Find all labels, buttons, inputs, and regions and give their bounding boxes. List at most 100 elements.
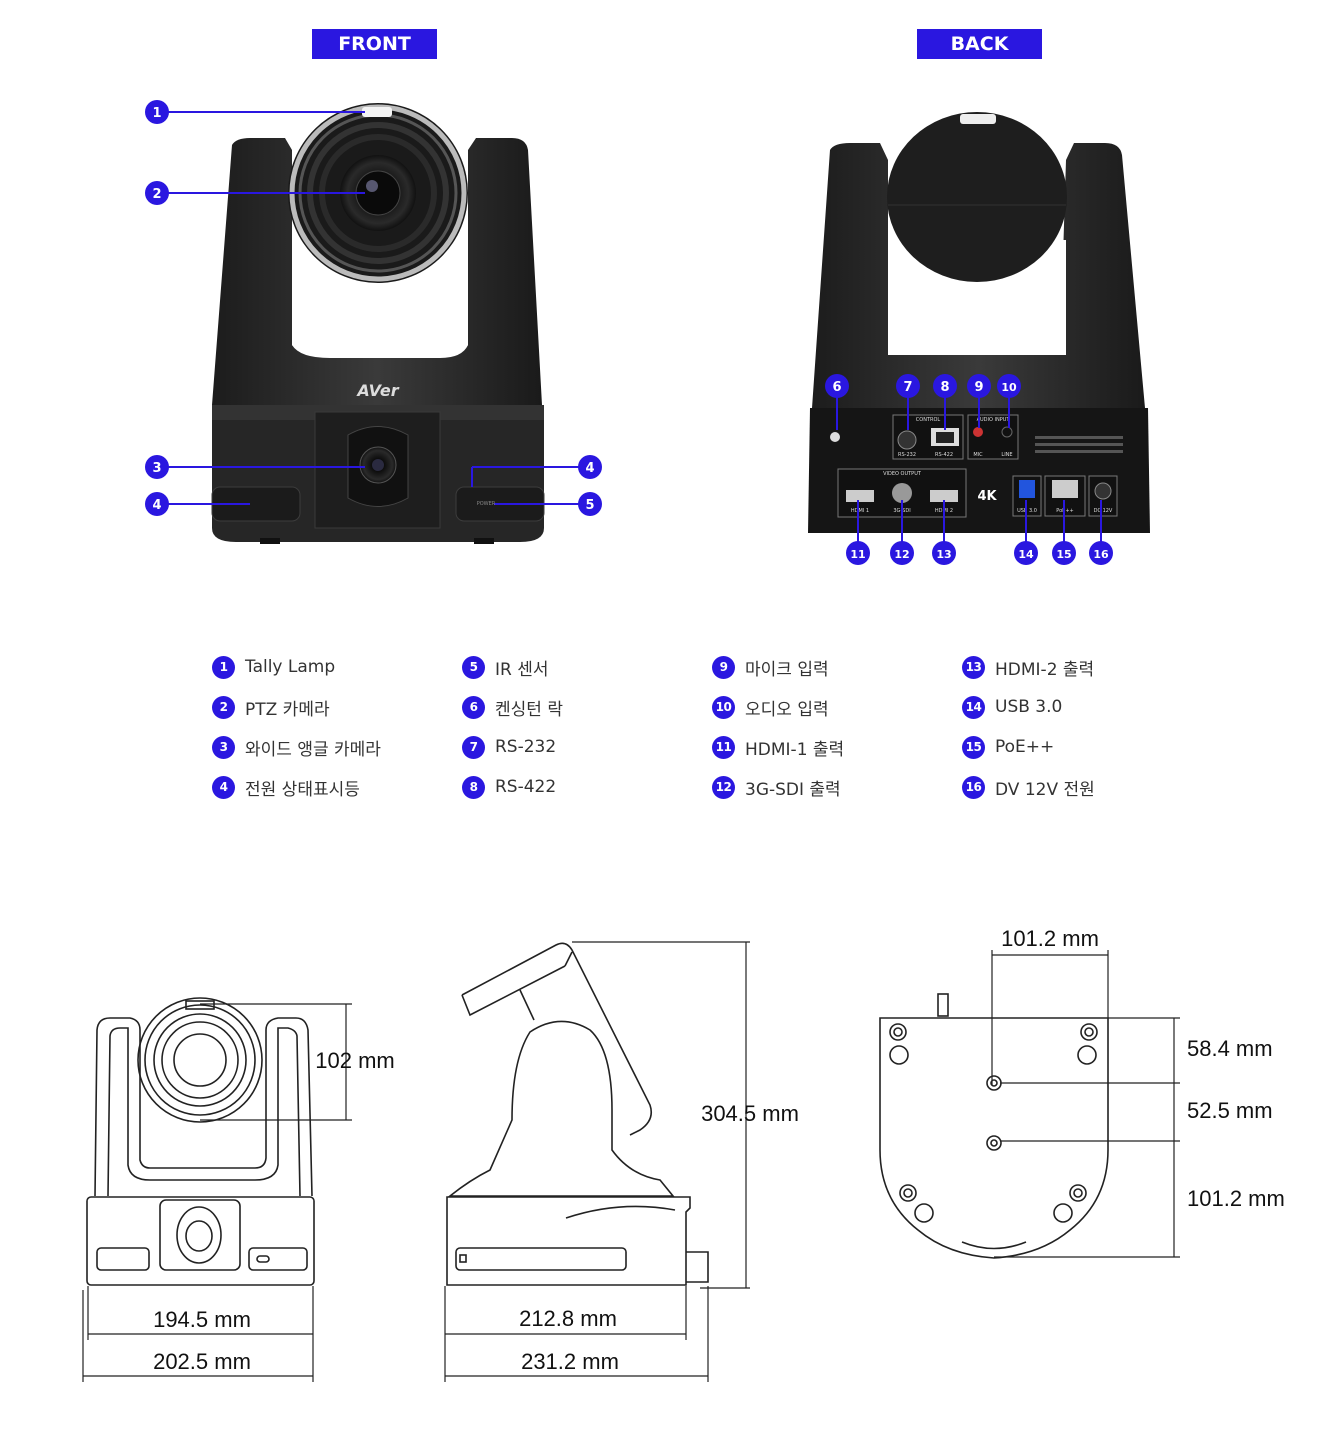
front-label: FRONT (312, 29, 437, 59)
callout-num: 2 (152, 187, 161, 202)
front-dimension-lines (82, 1003, 352, 1382)
callout-num: 3 (152, 461, 161, 476)
legend-item: 13 HDMI-2 출력 (962, 654, 1094, 680)
legend-item: 8 RS-422 (462, 774, 556, 800)
4k-label: 4K (977, 489, 997, 504)
callout-num: 5 (585, 498, 594, 513)
callout-num: 4 (152, 498, 161, 513)
legend-num: 16 (962, 775, 985, 799)
legend-label: 오디오 입력 (745, 699, 829, 720)
legend-label: 와이드 앵글 카메라 (245, 739, 381, 760)
legend-item: 9 마이크 입력 (712, 654, 829, 680)
callout-num: 8 (940, 380, 949, 395)
dim-side-total-depth: 231.2 mm (521, 1349, 619, 1374)
dim-bottom-top-offset: 58.4 mm (1187, 1036, 1273, 1061)
rs232-text: RS-232 (898, 452, 916, 458)
callout-badge (967, 374, 991, 398)
callout-badge (846, 541, 870, 565)
bottom-line-drawing (879, 993, 1109, 1259)
legend-num: 11 (712, 735, 735, 759)
bottom-dimension-lines (991, 950, 1180, 1258)
back-callout-badges: 6 7 8 9 10 11 12 13 14 15 16 (825, 374, 1113, 565)
callout-badge (1089, 541, 1113, 565)
callout-num: 9 (974, 380, 983, 395)
dim-bottom-hole-gap: 52.5 mm (1187, 1098, 1273, 1123)
callout-badge (932, 541, 956, 565)
legend-item: 3 와이드 앵글 카메라 (212, 734, 381, 760)
legend-label: DV 12V 전원 (995, 779, 1095, 800)
dc-text: DC 12V (1094, 508, 1113, 514)
callout-badge (145, 455, 169, 479)
legend-item: 15 PoE++ (962, 734, 1054, 760)
hdmi1-text: HDMI 1 (851, 508, 869, 514)
legend-label: 마이크 입력 (745, 659, 829, 680)
legend-label: Tally Lamp (245, 657, 336, 677)
dim-front-lens-height: 102 mm (315, 1048, 394, 1073)
callout-badge (896, 374, 920, 398)
legend-num: 2 (212, 695, 235, 719)
legend-num: 14 (962, 695, 985, 719)
legend-label: 전원 상태표시등 (245, 779, 360, 800)
dim-bottom-hole-spacing: 101.2 mm (1001, 926, 1099, 951)
audio-input-text: AUDIO INPUT (977, 417, 1011, 423)
power-text: POWER (477, 501, 496, 507)
legend-num: 15 (962, 735, 985, 759)
legend-label: PoE++ (995, 737, 1055, 757)
legend-num: 12 (712, 775, 735, 799)
control-text: CONTROL (916, 417, 941, 423)
front-line-drawing (86, 997, 315, 1286)
callout-num: 1 (152, 106, 161, 121)
callout-num: 7 (903, 380, 912, 395)
callout-badge (825, 374, 849, 398)
dim-bottom-rear-offset: 101.2 mm (1187, 1186, 1285, 1211)
callout-badge (1052, 541, 1076, 565)
dim-front-base-width: 194.5 mm (153, 1307, 251, 1332)
legend-item: 16 DV 12V 전원 (962, 774, 1095, 800)
legend-label: RS-232 (495, 737, 557, 757)
callout-badge (145, 100, 169, 124)
back-camera-photo: 4K CONTROL AUDIO INPUT VIDEO OUTPUT RS-2… (808, 112, 1150, 533)
callout-num: 13 (936, 548, 951, 561)
line-text: LINE (1001, 452, 1012, 458)
legend-label: HDMI-1 출력 (745, 739, 845, 760)
callout-num: 12 (894, 548, 909, 561)
legend-item: 10 오디오 입력 (712, 694, 829, 720)
legend-item: 7 RS-232 (462, 734, 556, 760)
legend-label: RS-422 (495, 777, 557, 797)
side-dimension-lines (444, 941, 750, 1382)
callout-num: 15 (1056, 548, 1071, 561)
dim-side-height: 304.5 mm (701, 1101, 799, 1126)
front-callout-lines (157, 111, 590, 505)
callout-badge (997, 374, 1021, 398)
side-line-drawing (446, 942, 709, 1286)
legend-item: 4 전원 상태표시등 (212, 774, 360, 800)
callout-num: 16 (1093, 548, 1109, 561)
legend-item: 5 IR 센서 (462, 654, 549, 680)
video-output-text: VIDEO OUTPUT (883, 471, 922, 477)
legend-num: 9 (712, 655, 735, 679)
legend-item: 11 HDMI-1 출력 (712, 734, 844, 760)
callout-badge (1014, 541, 1038, 565)
mic-text: MIC (973, 452, 983, 458)
callout-badge (890, 541, 914, 565)
legend-num: 4 (212, 775, 235, 799)
legend-label: 3G-SDI 출력 (745, 779, 841, 800)
legend-num: 7 (462, 735, 485, 759)
legend-label: IR 센서 (495, 659, 549, 680)
legend-item: 2 PTZ 카메라 (212, 694, 330, 720)
callout-num: 14 (1018, 548, 1034, 561)
legend-label: 켄싱턴 락 (495, 699, 563, 720)
dim-side-base-depth: 212.8 mm (519, 1306, 617, 1331)
callout-num: 4 (585, 461, 594, 476)
dim-front-total-width: 202.5 mm (153, 1349, 251, 1374)
legend-label: PTZ 카메라 (245, 699, 330, 720)
legend-num: 10 (712, 695, 735, 719)
legend-num: 5 (462, 655, 485, 679)
back-label: BACK (917, 29, 1042, 59)
brand-logo: AVer (355, 381, 399, 400)
legend-num: 8 (462, 775, 485, 799)
callout-badge (933, 374, 957, 398)
legend-num: 13 (962, 655, 985, 679)
legend-num: 6 (462, 695, 485, 719)
